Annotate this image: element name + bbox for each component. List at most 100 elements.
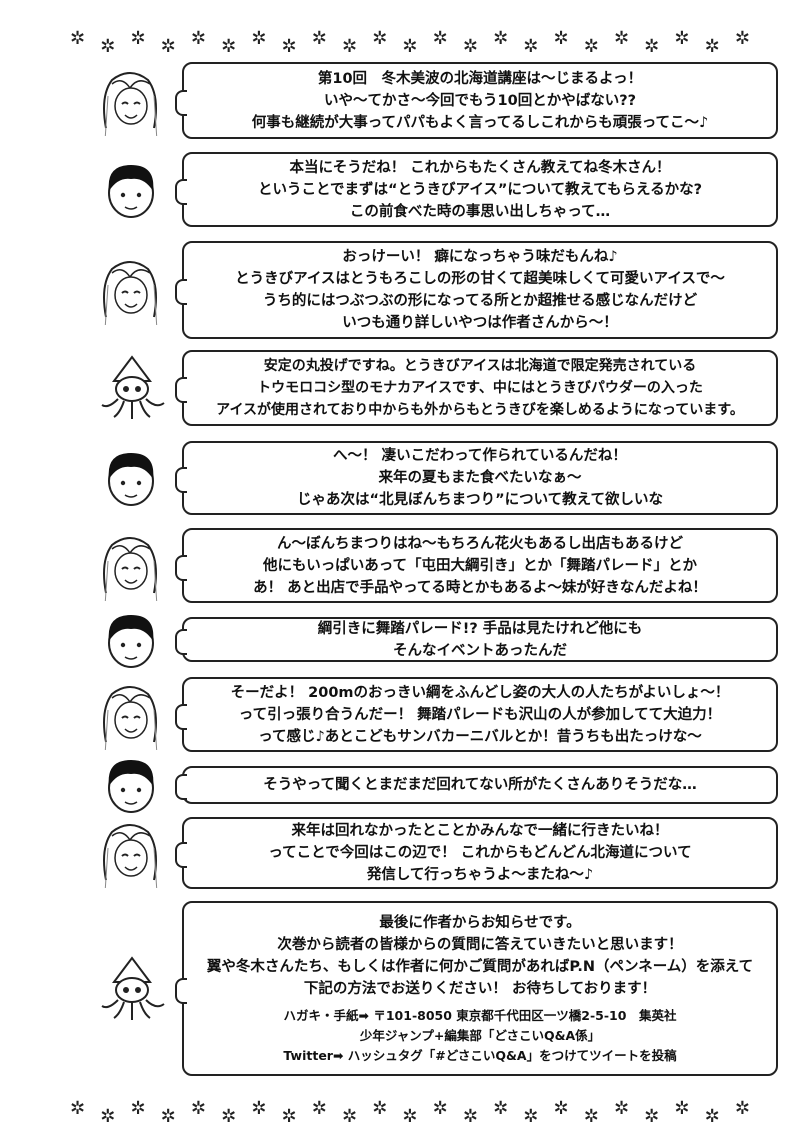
girl-avatar <box>92 680 170 770</box>
snowflake-icon: ✲ <box>70 28 86 49</box>
girl-avatar <box>92 66 170 156</box>
girl-avatar <box>92 255 170 346</box>
snowflake-icon: ✲ <box>583 36 599 57</box>
snowflake-icon: ✲ <box>341 1106 358 1127</box>
snowflake-border-top: ✲✲✲✲✲✲✲✲✲✲✲✲✲✲✲✲✲✲✲✲✲✲✲ <box>70 28 750 57</box>
dialogue-line: 来年の夏もまた食べたいなぁ〜 <box>378 470 582 486</box>
speech-bubble: へ〜！ 凄いこだわって作られているんだね！ 来年の夏もまた食べたいなぁ〜じゃあ次は… <box>175 441 778 515</box>
snowflake-icon: ✲ <box>553 1098 569 1119</box>
snowflake-icon: ✲ <box>341 36 358 57</box>
boy-avatar <box>92 750 170 820</box>
dialogue-line: 綱引きに舞踏パレード!? 手品は見たけれど他にも <box>317 620 643 637</box>
dialogue-line: 何事も継続が大事ってパパもよく言ってるしこれからも頑張ってこ〜♪ <box>251 114 709 131</box>
dialogue-line: 第10回 冬木美波の北海道講座は〜じまるよっ！ <box>317 70 643 87</box>
snowflake-border-bottom: ✲✲✲✲✲✲✲✲✲✲✲✲✲✲✲✲✲✲✲✲✲✲✲ <box>70 1098 750 1127</box>
snowflake-icon: ✲ <box>493 28 509 49</box>
dialogue-line: そーだよ！ 200mのおっきい綱をふんどし姿の大人の人たちがよいしょ〜！ <box>230 684 730 701</box>
snowflake-icon: ✲ <box>281 36 297 57</box>
speech-bubble: 最後に作者からお知らせです。次巻から読者の皆様からの質問に答えていきたいと思いま… <box>175 901 778 1076</box>
dialogue-line: 来年は回れなかったとことかみんなで一緒に行きたいね！ <box>291 823 669 839</box>
dialogue-line: トウモロコシ型のモナカアイスです、中にはとうきびパウダーの入った <box>257 380 703 396</box>
speech-bubble: そうやって聞くとまだまだ回れてない所がたくさんありそうだな… <box>175 766 778 804</box>
speech-bubble: 綱引きに舞踏パレード!? 手品は見たけれど他にもそんなイベントあったんだ <box>175 617 778 662</box>
snowflake-icon: ✲ <box>493 1098 509 1119</box>
dialogue-line: ん〜ぼんちまつりはね〜もちろん花火もあるし出店もあるけど <box>277 535 683 552</box>
dialogue-line: とうきびアイスはとうもろこしの形の甘くて超美味しくて可愛いアイスで〜 <box>235 271 725 287</box>
snowflake-icon: ✲ <box>311 28 327 49</box>
dialogue-line: って感じ♪あとこどもサンバカーニバルとか！昔うちも出たっけな〜 <box>258 728 702 745</box>
snowflake-icon: ✲ <box>402 1106 418 1127</box>
snowflake-icon: ✲ <box>432 1098 448 1119</box>
snowflake-icon: ✲ <box>251 1098 267 1119</box>
snowflake-icon: ✲ <box>553 28 569 49</box>
girl-avatar <box>92 531 170 621</box>
squid-avatar <box>92 954 170 1024</box>
dialogue-line: って引っ張り合うんだー！ 舞踏パレードも沢山の人が参加してて大迫力！ <box>238 706 722 723</box>
speech-bubble: そーだよ！ 200mのおっきい綱をふんどし姿の大人の人たちがよいしょ〜！ って引っ… <box>175 677 778 752</box>
snowflake-icon: ✲ <box>734 28 750 49</box>
snowflake-icon: ✲ <box>221 1106 237 1127</box>
snowflake-icon: ✲ <box>190 1098 206 1119</box>
snowflake-icon: ✲ <box>281 1106 297 1127</box>
girl-avatar <box>92 818 170 909</box>
snowflake-icon: ✲ <box>70 1098 86 1119</box>
snowflake-icon: ✲ <box>221 36 237 57</box>
snowflake-icon: ✲ <box>704 1106 720 1127</box>
snowflake-icon: ✲ <box>462 1106 478 1127</box>
dialogue-line: 翼や冬木さんたち、もしくは作者に何かご質問があればP.N（ペンネーム）を添えて <box>206 958 754 975</box>
contact-info-line: 少年ジャンプ+編集部「どさこいQ&A係」 <box>359 1027 601 1043</box>
boy-avatar <box>92 155 170 225</box>
dialogue-line: そうやって聞くとまだまだ回れてない所がたくさんありそうだな… <box>263 777 697 793</box>
dialogue-line: いや〜てかさ〜今回でもう10回とかやばない?? <box>323 92 637 109</box>
dialogue-line: 安定の丸投げですね。とうきびアイスは北海道で限定発売されている <box>263 358 697 374</box>
snowflake-icon: ✲ <box>130 28 146 49</box>
dialogue-line: 下記の方法でお送りください！ お待ちしております！ <box>303 980 657 997</box>
squid-avatar <box>92 353 170 423</box>
snowflake-icon: ✲ <box>674 28 690 49</box>
snowflake-icon: ✲ <box>583 1106 599 1127</box>
dialogue-line: いつも通り詳しいやつは作者さんから〜！ <box>342 315 618 331</box>
snowflake-icon: ✲ <box>311 1098 327 1119</box>
dialogue-line: 発信して行っちゃうよ〜またね〜♪ <box>366 867 594 883</box>
snowflake-icon: ✲ <box>462 36 478 57</box>
speech-bubble: 本当にそうだね！ これからもたくさん教えてね冬木さん！ ということでまずは“とうき… <box>175 152 778 227</box>
snowflake-icon: ✲ <box>372 1098 388 1119</box>
snowflake-icon: ✲ <box>100 36 116 57</box>
snowflake-icon: ✲ <box>704 36 720 57</box>
dialogue-line: へ〜！ 凄いこだわって作られているんだね！ <box>333 448 627 464</box>
snowflake-icon: ✲ <box>251 28 267 49</box>
contact-info-line: ハガキ・手紙➡ 〒101-8050 東京都千代田区一ツ橋2-5-10 集英社 <box>283 1007 677 1023</box>
dialogue-line: ということでまずは“とうきびアイス”について教えてもらえるかな? <box>257 181 703 198</box>
snowflake-icon: ✲ <box>190 28 206 49</box>
snowflake-icon: ✲ <box>160 1106 176 1127</box>
dialogue-line: 最後に作者からお知らせです。 <box>379 914 581 931</box>
speech-bubble: おっけーい！ 癖になっちゃう味だもんね♪とうきびアイスはとうもろこしの形の甘くて… <box>175 241 778 339</box>
snowflake-icon: ✲ <box>402 36 418 57</box>
dialogue-line: 他にもいっぱいあって「屯田大綱引き」とか「舞踏パレード」とか <box>263 557 697 574</box>
dialogue-line: うち的にはつぶつぶの形になってる所とか超推せる感じなんだけど <box>262 293 698 309</box>
dialogue-line: そんなイベントあったんだ <box>393 642 567 659</box>
dialogue-line: 本当にそうだね！ これからもたくさん教えてね冬木さん！ <box>289 159 671 176</box>
snowflake-icon: ✲ <box>130 1098 146 1119</box>
speech-bubble: 来年は回れなかったとことかみんなで一緒に行きたいね！ ってことで今回はこの辺で！ … <box>175 817 778 889</box>
snowflake-icon: ✲ <box>613 28 630 49</box>
snowflake-icon: ✲ <box>372 28 388 49</box>
snowflake-icon: ✲ <box>100 1106 116 1127</box>
dialogue-line: ってことで今回はこの辺で！ これからもどんどん北海道について <box>268 845 692 861</box>
dialogue-line: あ！ あと出店で手品やってる時とかもあるよ〜妹が好きなんだよね！ <box>253 579 707 596</box>
snowflake-icon: ✲ <box>644 36 660 57</box>
snowflake-icon: ✲ <box>523 1106 539 1127</box>
dialogue-line: この前食べた時の事思い出しちゃって… <box>349 203 611 220</box>
dialogue-line: じゃあ次は“北見ぼんちまつり”について教えて欲しいな <box>297 492 663 508</box>
snowflake-icon: ✲ <box>613 1098 630 1119</box>
speech-bubble: ん〜ぼんちまつりはね〜もちろん花火もあるし出店もあるけど他にもいっぱいあって「屯… <box>175 528 778 603</box>
speech-bubble: 安定の丸投げですね。とうきびアイスは北海道で限定発売されているトウモロコシ型のモ… <box>175 350 778 426</box>
snowflake-icon: ✲ <box>432 28 448 49</box>
snowflake-icon: ✲ <box>674 1098 690 1119</box>
boy-avatar <box>92 605 170 675</box>
snowflake-icon: ✲ <box>160 36 176 57</box>
dialogue-line: アイスが使用されており中からも外からもとうきびを楽しめるようになっています。 <box>216 402 744 418</box>
contact-info-line: Twitter➡ ハッシュタグ「#どさこいQ&A」をつけてツイートを投稿 <box>283 1047 677 1063</box>
dialogue-line: 次巻から読者の皆様からの質問に答えていきたいと思います！ <box>277 936 683 953</box>
boy-avatar <box>92 443 170 513</box>
